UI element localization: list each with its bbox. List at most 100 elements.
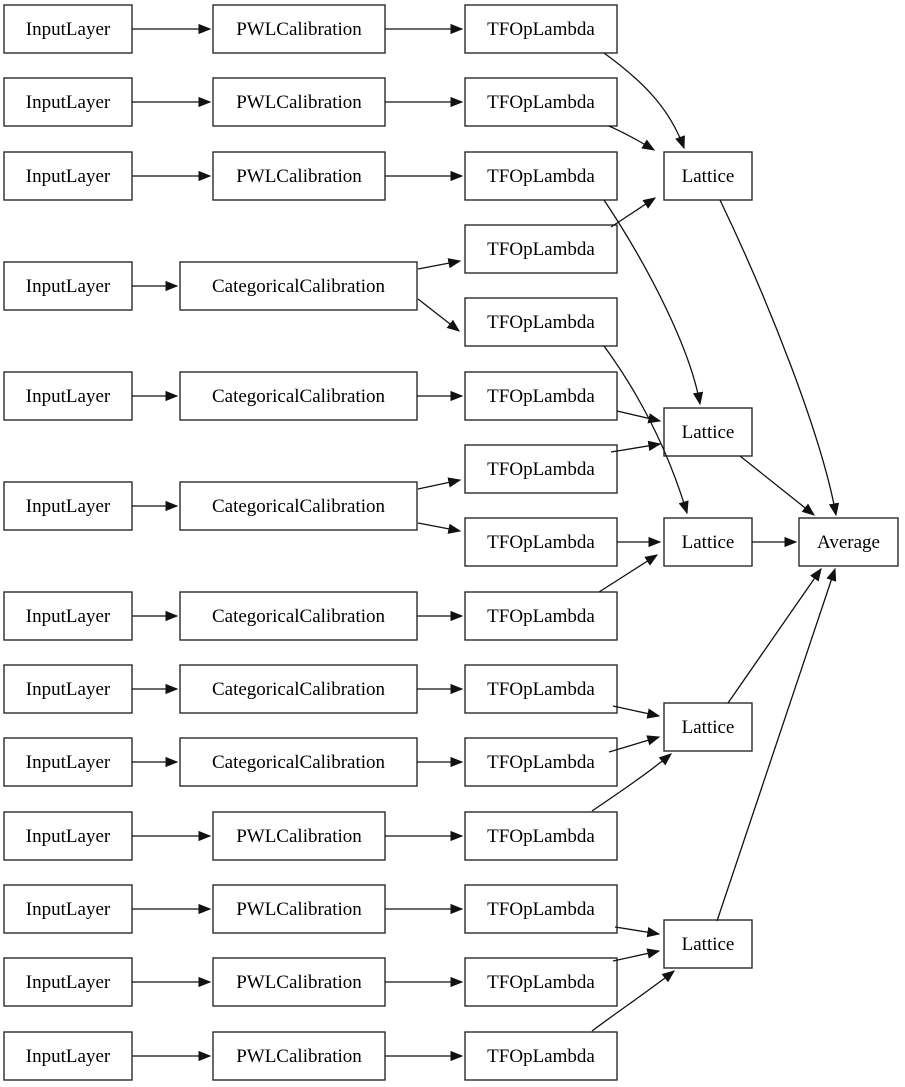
il8-box bbox=[3, 664, 133, 714]
tf9-box bbox=[464, 591, 618, 641]
edge-tf5-lat3 bbox=[603, 345, 689, 515]
cal5-label: CategoricalCalibration bbox=[212, 386, 386, 407]
il4-label: InputLayer bbox=[26, 276, 111, 297]
tf7-label: TFOpLambda bbox=[487, 459, 595, 480]
node-cal12: PWLCalibration bbox=[212, 957, 386, 1007]
il11-label: InputLayer bbox=[26, 899, 111, 920]
edge-cal6-tf7 bbox=[417, 477, 462, 490]
cal12-box bbox=[212, 957, 386, 1007]
il2-label: InputLayer bbox=[26, 92, 111, 113]
cal6-box bbox=[179, 481, 418, 531]
avg-label: Average bbox=[817, 532, 880, 553]
il12-box bbox=[3, 957, 133, 1007]
node-tf1: TFOpLambda bbox=[464, 4, 618, 54]
tf3-label: TFOpLambda bbox=[487, 166, 595, 187]
il5-label: InputLayer bbox=[26, 386, 111, 407]
node-il8: InputLayer bbox=[3, 664, 133, 714]
il12-label: InputLayer bbox=[26, 972, 111, 993]
edge-tf2-lat1 bbox=[608, 125, 656, 151]
edge-tf15-lat5 bbox=[591, 970, 676, 1032]
tf13-label: TFOpLambda bbox=[487, 899, 595, 920]
tf12-label: TFOpLambda bbox=[487, 826, 595, 847]
tf5-label: TFOpLambda bbox=[487, 312, 595, 333]
avg-box bbox=[798, 517, 899, 567]
node-tf15: TFOpLambda bbox=[464, 1031, 618, 1081]
cal7-label: CategoricalCalibration bbox=[212, 606, 386, 627]
node-il6: InputLayer bbox=[3, 481, 133, 531]
il8-label: InputLayer bbox=[26, 679, 111, 700]
cal4-label: CategoricalCalibration bbox=[212, 276, 386, 297]
node-il9: InputLayer bbox=[3, 737, 133, 787]
node-tf4: TFOpLambda bbox=[464, 224, 618, 274]
node-cal5: CategoricalCalibration bbox=[179, 371, 418, 421]
node-tf8: TFOpLambda bbox=[464, 517, 618, 567]
tf1-box bbox=[464, 4, 618, 54]
cal1-box bbox=[212, 4, 386, 54]
cal3-label: PWLCalibration bbox=[236, 166, 362, 187]
edge-cal4-tf4 bbox=[417, 258, 462, 270]
cal7-box bbox=[179, 591, 418, 641]
cal10-label: PWLCalibration bbox=[236, 826, 362, 847]
node-cal4: CategoricalCalibration bbox=[179, 261, 418, 311]
node-tf5: TFOpLambda bbox=[464, 297, 618, 347]
node-il10: InputLayer bbox=[3, 811, 133, 861]
tf8-label: TFOpLambda bbox=[487, 532, 595, 553]
cal13-label: PWLCalibration bbox=[236, 1046, 362, 1067]
cal5-box bbox=[179, 371, 418, 421]
node-cal3: PWLCalibration bbox=[212, 151, 386, 201]
node-tf9: TFOpLambda bbox=[464, 591, 618, 641]
il7-box bbox=[3, 591, 133, 641]
il1-box bbox=[3, 4, 133, 54]
edge-tf10-lat4 bbox=[612, 705, 661, 719]
tf2-box bbox=[464, 77, 618, 127]
il1-label: InputLayer bbox=[26, 19, 111, 40]
node-cal7: CategoricalCalibration bbox=[179, 591, 418, 641]
node-tf10: TFOpLambda bbox=[464, 664, 618, 714]
edge-cal6-tf8 bbox=[417, 522, 462, 534]
node-lat3: Lattice bbox=[663, 517, 753, 567]
tf2-label: TFOpLambda bbox=[487, 92, 595, 113]
lat2-label: Lattice bbox=[682, 422, 735, 443]
tf1-label: TFOpLambda bbox=[487, 19, 595, 40]
tf15-box bbox=[464, 1031, 618, 1081]
edge-tf7-lat2 bbox=[610, 440, 662, 453]
node-cal11: PWLCalibration bbox=[212, 884, 386, 934]
tf4-label: TFOpLambda bbox=[487, 239, 595, 260]
node-tf11: TFOpLambda bbox=[464, 737, 618, 787]
il13-box bbox=[3, 1031, 133, 1081]
node-il1: InputLayer bbox=[3, 4, 133, 54]
tf5-box bbox=[464, 297, 618, 347]
node-lat2: Lattice bbox=[663, 407, 753, 457]
il10-box bbox=[3, 811, 133, 861]
lat2-box bbox=[663, 407, 753, 457]
node-il3: InputLayer bbox=[3, 151, 133, 201]
edge-tf1-lat1 bbox=[603, 52, 685, 150]
lat4-box bbox=[663, 702, 753, 752]
cal12-label: PWLCalibration bbox=[236, 972, 362, 993]
node-cal1: PWLCalibration bbox=[212, 4, 386, 54]
node-il12: InputLayer bbox=[3, 957, 133, 1007]
node-tf6: TFOpLambda bbox=[464, 371, 618, 421]
cal8-box bbox=[179, 664, 418, 714]
edge-tf14-lat5 bbox=[612, 948, 661, 962]
cal11-label: PWLCalibration bbox=[236, 899, 362, 920]
edge-lat5-avg bbox=[716, 567, 837, 922]
edge-tf6-lat2 bbox=[616, 410, 662, 424]
node-cal8: CategoricalCalibration bbox=[179, 664, 418, 714]
cal6-label: CategoricalCalibration bbox=[212, 496, 386, 517]
tf13-box bbox=[464, 884, 618, 934]
cal8-label: CategoricalCalibration bbox=[212, 679, 386, 700]
node-il2: InputLayer bbox=[3, 77, 133, 127]
node-cal9: CategoricalCalibration bbox=[179, 737, 418, 787]
node-tf14: TFOpLambda bbox=[464, 957, 618, 1007]
edge-lat1-avg bbox=[719, 199, 840, 517]
edge-lat2-avg bbox=[739, 455, 816, 516]
tf8-box bbox=[464, 517, 618, 567]
edge-tf13-lat5 bbox=[614, 926, 661, 938]
il7-label: InputLayer bbox=[26, 606, 111, 627]
lat1-box bbox=[663, 151, 753, 201]
node-cal6: CategoricalCalibration bbox=[179, 481, 418, 531]
tf11-label: TFOpLambda bbox=[487, 752, 595, 773]
